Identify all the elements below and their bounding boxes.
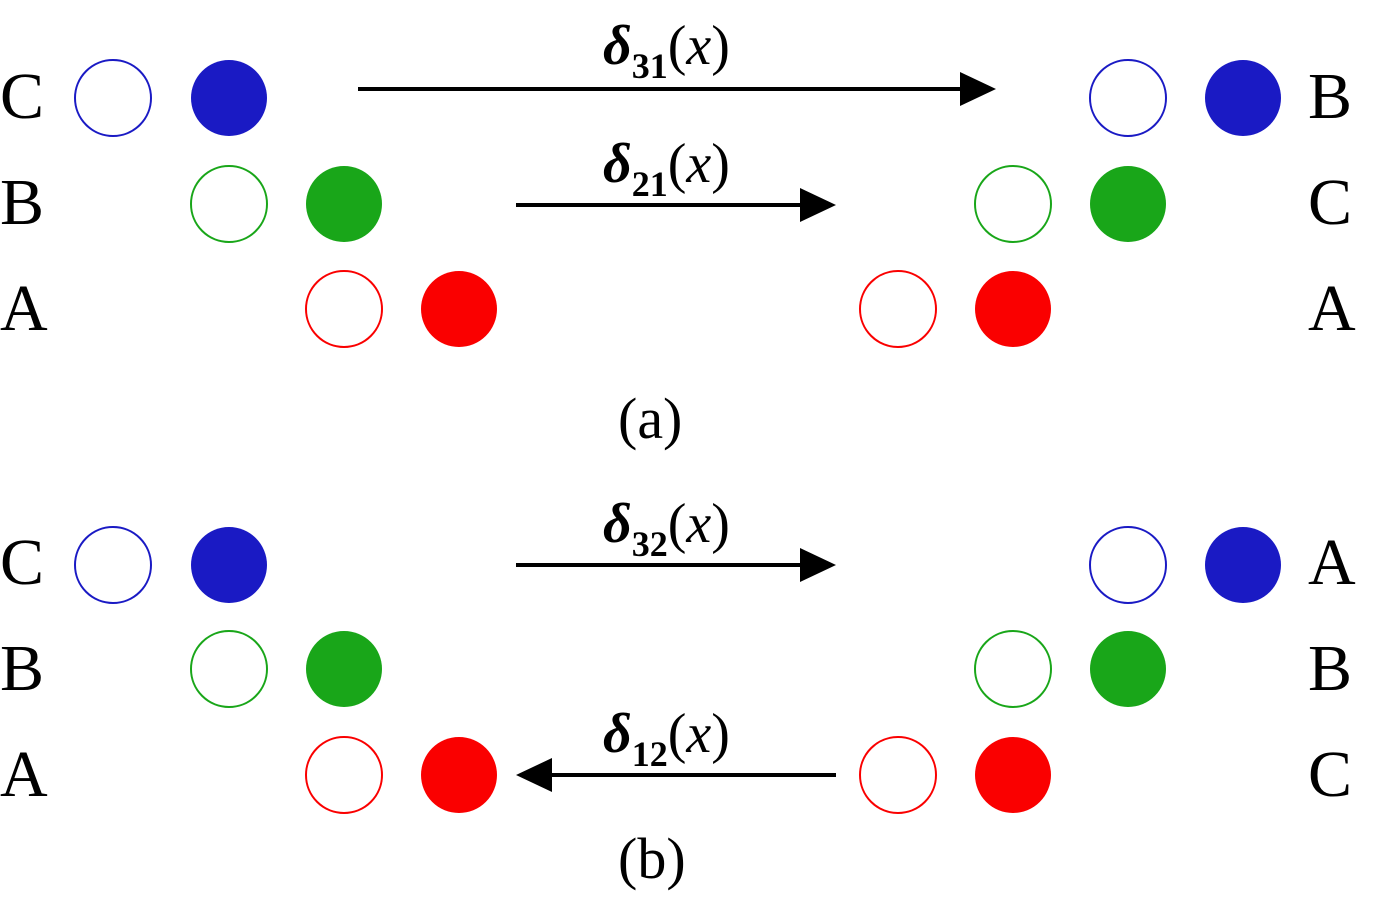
label-a-left-top: C — [0, 60, 45, 133]
circle-a-left-blue-open — [74, 59, 152, 137]
circle-a-left-blue-filled — [191, 60, 267, 136]
caption-a: (a) — [618, 386, 683, 451]
circle-a-right-blue-open — [1089, 59, 1167, 137]
label-b-right-top: A — [1308, 526, 1356, 599]
label-b-right-bottom: C — [1308, 738, 1353, 811]
label-a-right-top: B — [1308, 60, 1353, 133]
circle-b-left-blue-open — [74, 526, 152, 604]
circle-a-left-red-filled — [421, 271, 497, 347]
circle-b-right-green-open — [974, 630, 1052, 708]
circle-a-left-green-filled — [306, 166, 382, 242]
circle-b-right-blue-open — [1089, 526, 1167, 604]
circle-b-left-red-filled — [421, 737, 497, 813]
arrow-delta32 — [516, 548, 836, 582]
arrow-delta31 — [358, 72, 996, 106]
circle-a-right-blue-filled — [1205, 60, 1281, 136]
label-a-right-bottom: A — [1308, 272, 1356, 345]
circle-b-right-red-filled — [975, 737, 1051, 813]
circle-a-right-red-open — [859, 270, 937, 348]
label-a-right-mid: C — [1308, 166, 1353, 239]
circle-a-right-red-filled — [975, 271, 1051, 347]
circle-a-left-green-open — [190, 165, 268, 243]
label-a-left-bottom: A — [0, 272, 48, 345]
circle-a-left-red-open — [305, 270, 383, 348]
circle-b-left-green-open — [190, 630, 268, 708]
circle-b-right-red-open — [859, 736, 937, 814]
caption-b: (b) — [618, 826, 686, 891]
circle-a-right-green-filled — [1090, 166, 1166, 242]
arrow-label-delta32: δ32(x) — [603, 493, 730, 564]
circle-b-left-green-filled — [306, 631, 382, 707]
arrow-delta21 — [516, 188, 836, 222]
arrow-label-delta31: δ31(x) — [603, 15, 730, 86]
label-b-left-top: C — [0, 526, 45, 599]
label-b-left-bottom: A — [0, 738, 48, 811]
arrow-delta12 — [516, 758, 836, 792]
circle-b-right-blue-filled — [1205, 527, 1281, 603]
arrow-label-delta12: δ12(x) — [603, 703, 730, 774]
label-b-right-mid: B — [1308, 632, 1353, 705]
circle-b-right-green-filled — [1090, 631, 1166, 707]
label-b-left-mid: B — [0, 632, 45, 705]
circle-a-right-green-open — [974, 165, 1052, 243]
circle-b-left-red-open — [305, 736, 383, 814]
circle-b-left-blue-filled — [191, 527, 267, 603]
arrow-label-delta21: δ21(x) — [603, 133, 730, 204]
label-a-left-mid: B — [0, 166, 45, 239]
